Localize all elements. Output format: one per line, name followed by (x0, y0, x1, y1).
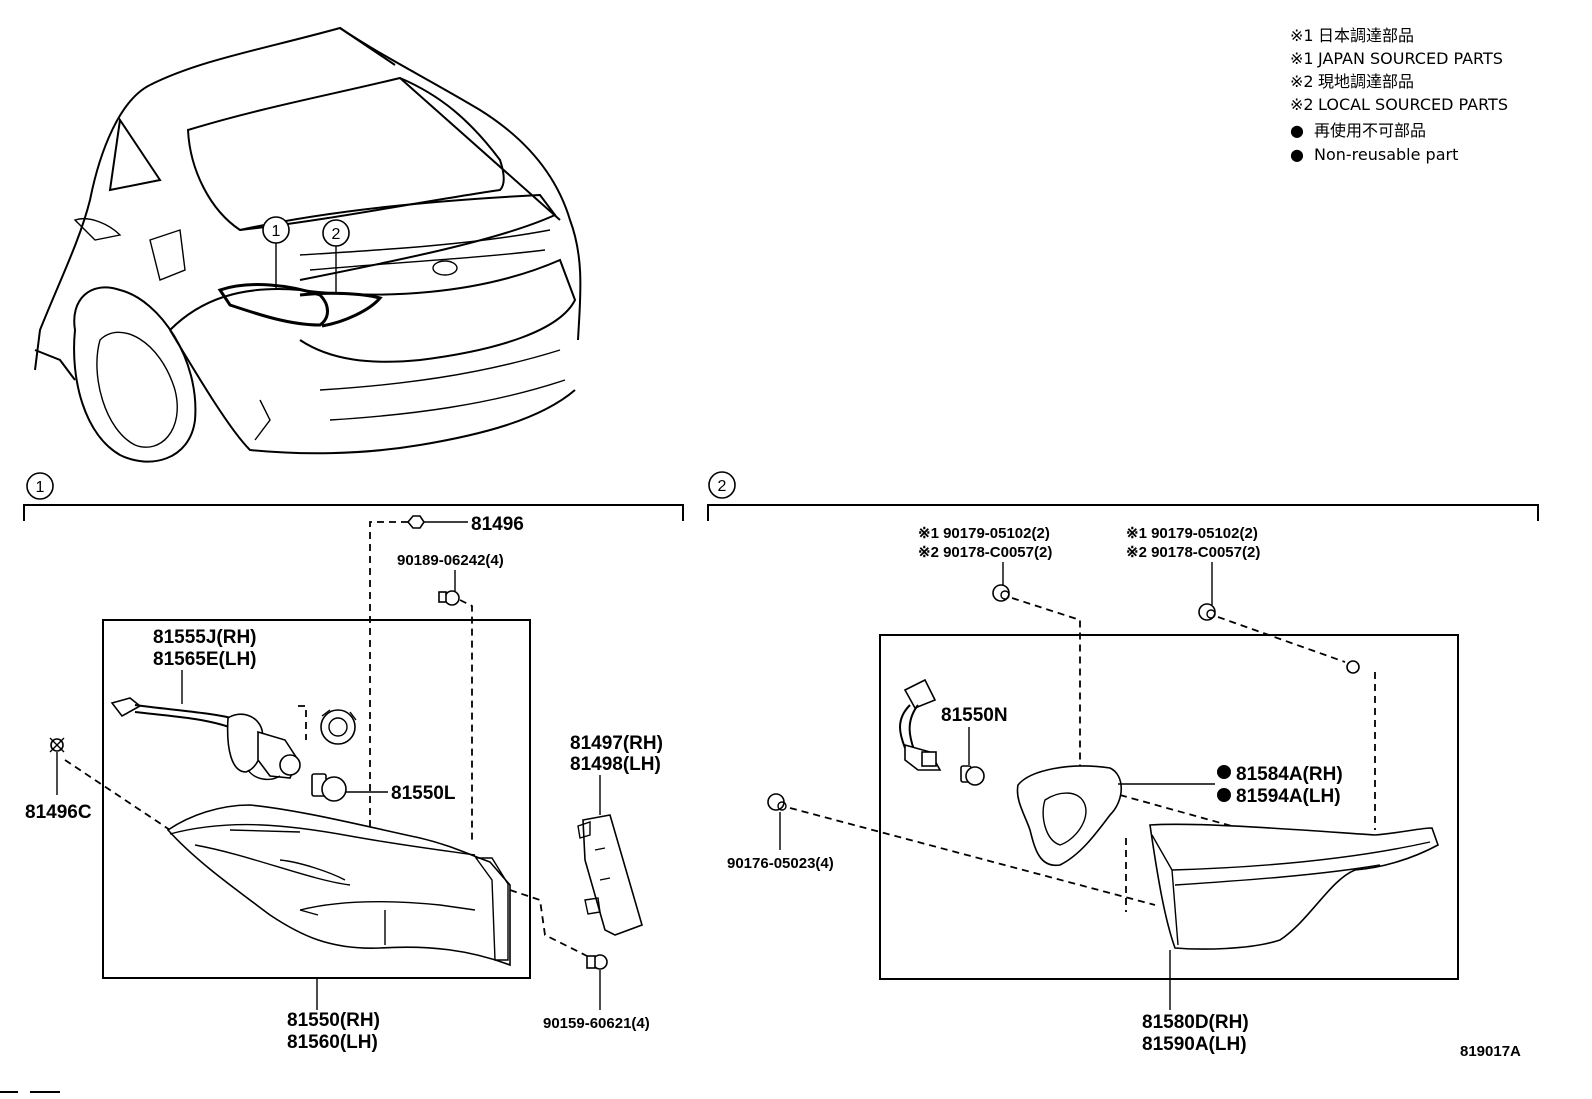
legend-text: 現地調達部品 (1318, 72, 1414, 91)
car-rear-illustration (34, 26, 582, 463)
section-1-label: 1 (36, 479, 45, 496)
callout-2-label: 2 (332, 226, 341, 243)
part-label-81565e: 81565E(LH) (153, 649, 257, 670)
section-1-marker (26, 472, 54, 500)
screw-90176 (767, 793, 787, 850)
part-label-90189: 90189-06242(4) (397, 552, 504, 569)
part-label-81594a: 81594A(LH) (1236, 786, 1341, 807)
legend-text: LOCAL SOURCED PARTS (1318, 95, 1508, 114)
section-1-bracket (23, 504, 684, 521)
legend-text: JAPAN SOURCED PARTS (1317, 49, 1503, 68)
gasket-81584a (1016, 765, 1215, 866)
part-label-s2-b1: ※1 90179-05102(2) (1126, 525, 1258, 542)
legend: ※1 日本調達部品 ※1 JAPAN SOURCED PARTS ※2 現地調達… (1290, 26, 1508, 164)
part-label-81550: 81550(RH) (287, 1010, 380, 1031)
bulb-81550l (311, 773, 388, 802)
legend-bullet: ● (1290, 145, 1304, 164)
part-label-81496: 81496 (471, 514, 524, 535)
part-label-81550n: 81550N (941, 705, 1008, 726)
section-2-box (879, 634, 1459, 980)
part-label-81580d: 81580D(RH) (1142, 1012, 1249, 1033)
legend-bullet: ※2 (1290, 72, 1314, 91)
part-label-90159: 90159-60621(4) (543, 1015, 650, 1032)
leader-90159 (509, 889, 588, 957)
rear-lamp-81580d (1125, 823, 1439, 950)
bracket-81497 (577, 814, 643, 936)
part-label-81498: 81498(LH) (570, 754, 661, 775)
leader-90176 (789, 807, 1156, 906)
part-label-81560: 81560(LH) (287, 1032, 378, 1053)
nut-90179-a (992, 584, 1010, 602)
part-label-81584a: 81584A(RH) (1236, 764, 1343, 785)
part-label-81497: 81497(RH) (570, 733, 663, 754)
part-label-s2-b2: ※2 90178-C0057(2) (1126, 544, 1260, 561)
part-label-81555j: 81555J(RH) (153, 627, 257, 648)
legend-text: 再使用不可部品 (1314, 121, 1426, 140)
leader-90189 (459, 599, 473, 840)
clip-hole (1346, 660, 1360, 674)
legend-text: Non-reusable part (1314, 145, 1458, 164)
section-2-marker (708, 471, 736, 499)
legend-bullet: ● (1290, 121, 1304, 140)
nut-90189 (438, 590, 460, 606)
part-label-81590a: 81590A(LH) (1142, 1034, 1247, 1055)
socket-wire-81555j (110, 697, 357, 781)
part-label-90176: 90176-05023(4) (727, 855, 834, 872)
socket-wire-81550n (899, 678, 942, 771)
leader-81496c (64, 759, 171, 831)
tail-lamp-81550 (166, 804, 511, 967)
part-label-s2-a2: ※2 90178-C0057(2) (918, 544, 1052, 561)
part-label-81550l: 81550L (391, 783, 456, 804)
diagram-id: 819017A (1460, 1043, 1521, 1060)
leader-81496 (369, 521, 408, 845)
part-label-s2-a1: ※1 90179-05102(2) (918, 525, 1050, 542)
clip-81496c (49, 737, 65, 795)
legend-text: 日本調達部品 (1318, 26, 1414, 45)
non-reusable-bullet (1217, 788, 1231, 802)
callout-1-label: 1 (272, 223, 281, 240)
leader-nut-b (1217, 616, 1346, 663)
screw-90159 (586, 954, 608, 1010)
section-2-label: 2 (718, 478, 727, 495)
nut-90179-b (1198, 603, 1216, 621)
legend-bullet: ※1 (1290, 26, 1314, 45)
section-2-bracket (707, 504, 1539, 521)
leader-nut-a (1011, 597, 1081, 770)
bulb-81550n (960, 765, 985, 786)
legend-bullet: ※2 (1290, 95, 1314, 114)
clip-81496 (406, 515, 468, 529)
part-label-81496c: 81496C (25, 802, 92, 823)
non-reusable-bullet (1217, 765, 1231, 779)
legend-bullet: ※1 (1290, 49, 1314, 68)
